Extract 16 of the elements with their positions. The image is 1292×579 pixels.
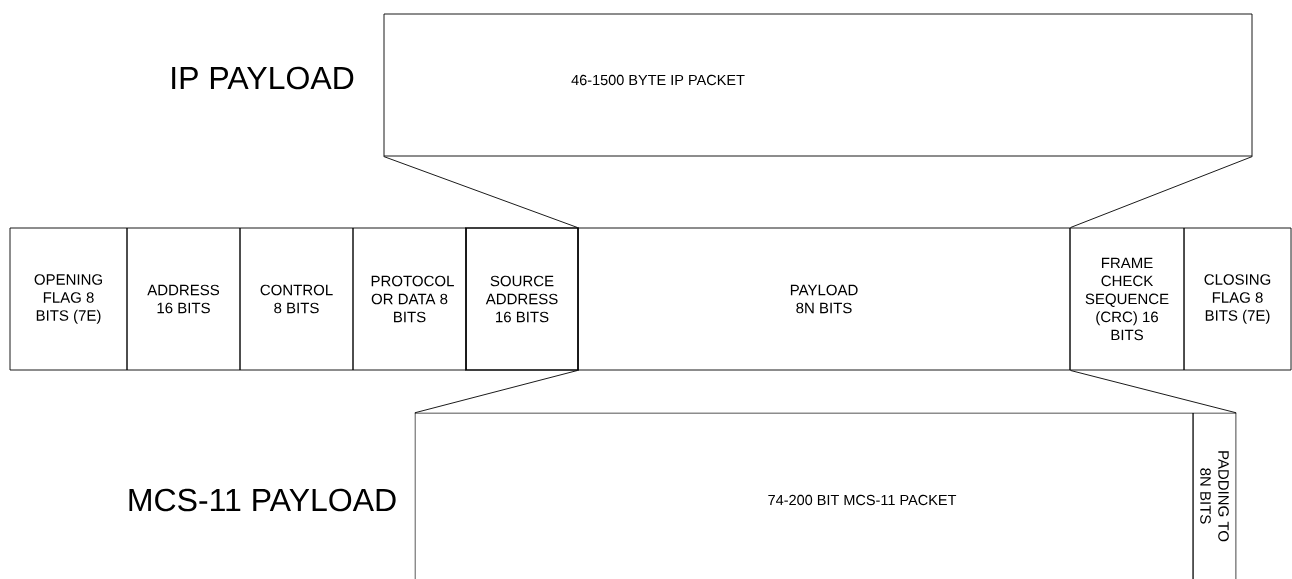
expansion-line — [1070, 370, 1237, 414]
field-box: 74-200 BIT MCS-11 PACKET — [414, 412, 1194, 579]
field-box: PADDING TO 8N BITS — [1192, 412, 1237, 579]
section-title: IP PAYLOAD — [172, 66, 354, 90]
field-box: SOURCE ADDRESS 16 BITS — [465, 227, 579, 371]
field-box: PAYLOAD 8N BITS — [577, 227, 1071, 371]
field-box: CONTROL 8 BITS — [239, 227, 354, 371]
expansion-line — [1070, 156, 1253, 228]
expansion-line — [414, 370, 578, 414]
expansion-line — [383, 156, 578, 228]
field-box: OPENING FLAG 8 BITS (7E) — [9, 227, 128, 371]
field-box: ADDRESS 16 BITS — [126, 227, 241, 371]
packet-box: 46-1500 BYTE IP PACKET — [383, 13, 1253, 157]
field-box: CLOSING FLAG 8 BITS (7E) — [1183, 227, 1292, 371]
field-box: PROTOCOL OR DATA 8 BITS — [352, 227, 467, 371]
field-box: FRAME CHECK SEQUENCE (CRC) 16 BITS — [1069, 227, 1185, 371]
